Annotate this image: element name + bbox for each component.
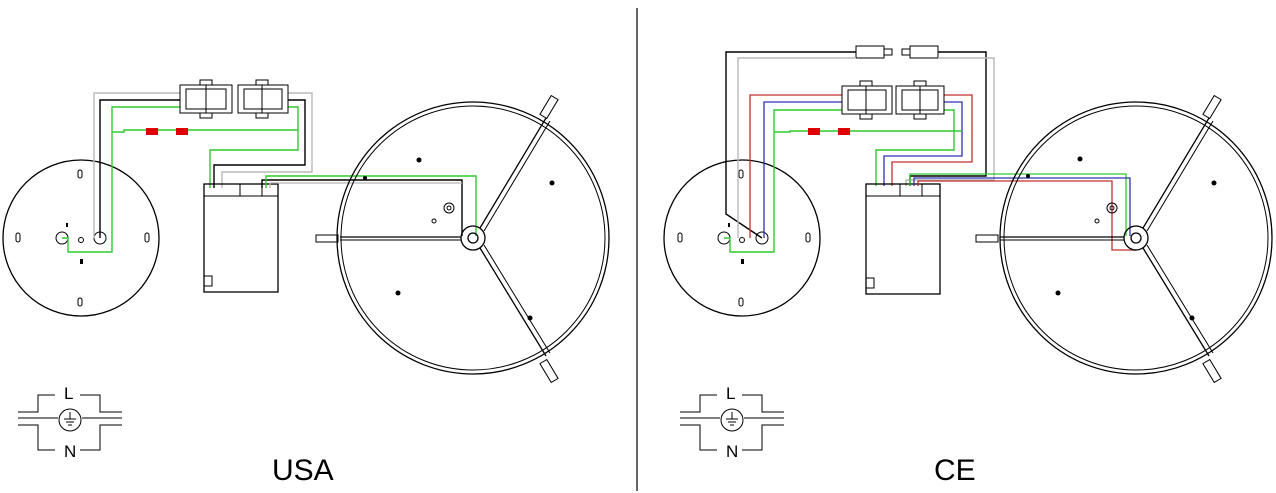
ground-symbol-icon — [680, 394, 784, 451]
ce-wires — [724, 51, 995, 253]
wire-tag — [176, 128, 188, 135]
ce-panel: L N CE — [663, 45, 1273, 487]
usa-panel: L N USA — [2, 79, 610, 487]
wire-tag — [808, 128, 820, 135]
connector-icon — [179, 79, 289, 119]
mounting-plate-icon — [663, 159, 821, 317]
connector-icon — [855, 45, 939, 59]
neutral-label: N — [726, 442, 738, 461]
wire-tag — [838, 128, 850, 135]
wire-tag — [146, 128, 158, 135]
usa-wires — [62, 92, 313, 253]
line-label: L — [64, 384, 73, 403]
usa-driver-wires — [261, 175, 477, 236]
ground-symbol-icon — [18, 394, 122, 451]
line-label: L — [726, 384, 735, 403]
ce-driver-wires — [909, 173, 1136, 251]
connector-icon — [841, 80, 945, 120]
neutral-label: N — [64, 442, 76, 461]
region-label: USA — [272, 454, 334, 487]
region-label: CE — [934, 454, 976, 487]
driver-icon — [865, 183, 941, 295]
fixture-icon — [315, 94, 610, 384]
fixture-icon — [975, 94, 1273, 384]
driver-icon — [203, 183, 279, 293]
mounting-plate-icon — [2, 159, 160, 317]
